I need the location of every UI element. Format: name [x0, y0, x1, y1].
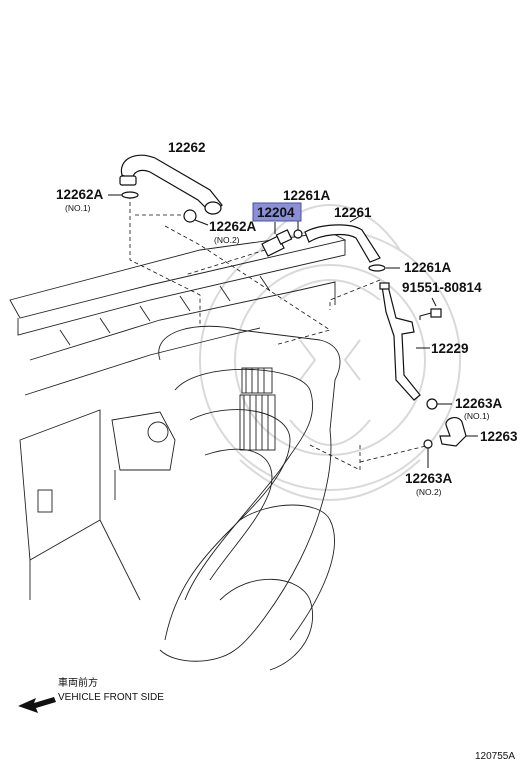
note-12263A-no2: (NO.2) [416, 487, 442, 497]
front-arrow-icon [18, 697, 56, 713]
callout-labels: 12262 12262A (NO.1) 12204 12262A (NO.2) … [56, 140, 518, 497]
direction-indicator: 車両前方 VEHICLE FRONT SIDE [18, 676, 164, 713]
watermark-emblem [199, 204, 461, 501]
label-12261A-side: 12261A [404, 260, 452, 275]
clamp-12263A-no2 [423, 439, 433, 468]
note-12263A-no1: (NO.1) [464, 411, 490, 421]
label-12229: 12229 [431, 341, 469, 356]
clamp-12263A-no1 [426, 398, 452, 410]
label-12263A-no2: 12263A [405, 471, 453, 486]
label-12261: 12261 [334, 205, 372, 220]
clamp-12262A-no1 [108, 191, 139, 199]
label-12263A-no1: 12263A [455, 396, 503, 411]
label-12204: 12204 [257, 205, 295, 220]
hose-12262 [119, 154, 223, 215]
note-12262A-no1: (NO.1) [65, 203, 91, 213]
label-12262A-no2: 12262A [209, 219, 257, 234]
intake-manifold [111, 325, 341, 671]
note-12262A-no2: (NO.2) [214, 235, 240, 245]
label-12263: 12263 [480, 429, 518, 444]
hose-12263 [439, 416, 478, 447]
clamp-12261A-top [293, 220, 303, 239]
bolt-91551-80814 [419, 297, 442, 320]
clamp-12261A-side [368, 264, 400, 272]
label-12261A-top: 12261A [283, 188, 331, 203]
label-12262: 12262 [168, 140, 206, 155]
clamp-12262A-no2 [183, 209, 209, 226]
label-12262A-no1: 12262A [56, 187, 104, 202]
figure-id: 120755A [475, 751, 515, 762]
label-91551-80814: 91551-80814 [402, 280, 482, 295]
engine-block [9, 231, 347, 601]
pipe-12229 [379, 282, 430, 401]
direction-english: VEHICLE FRONT SIDE [58, 692, 164, 703]
highlight-box-12204 [252, 202, 302, 222]
direction-japanese: 車両前方 [58, 676, 98, 689]
hose-12261 [304, 215, 381, 263]
leader-dashes [129, 195, 431, 471]
pcv-valve-12204 [261, 222, 293, 257]
